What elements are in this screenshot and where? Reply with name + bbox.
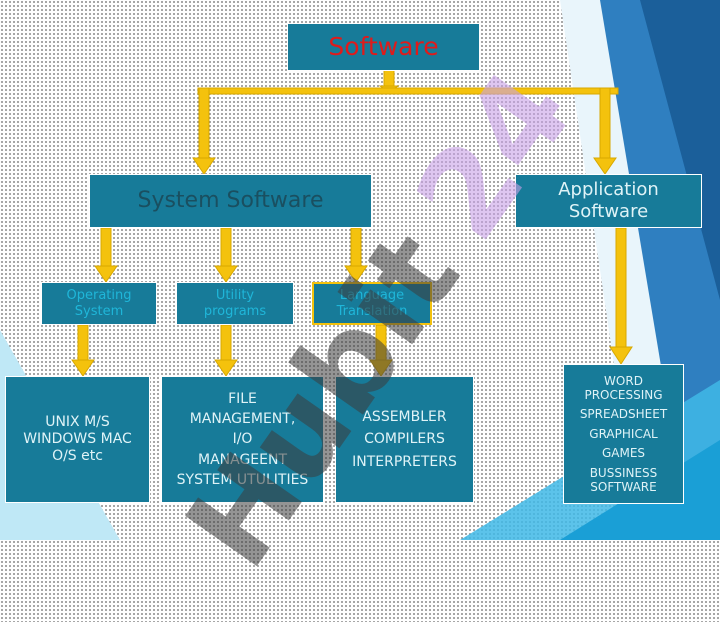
language-translation-line1: Language: [339, 287, 405, 303]
app-example-line6: BUSSINESS: [589, 465, 658, 480]
utility-programs-box: Utility programs: [176, 282, 294, 325]
app-example-line4: GRAPHICAL: [589, 426, 658, 441]
arrow-to-operating: [100, 227, 112, 269]
app-example-line1: WORD: [604, 373, 643, 388]
operating-system-line2: System: [74, 303, 124, 319]
utility-example-line3: I/O: [232, 431, 253, 448]
arrow-horizontal-bar: [197, 87, 619, 95]
operating-system-line1: Operating: [66, 287, 132, 303]
arrow-to-language: [350, 227, 362, 269]
application-software-line1: Application: [558, 179, 659, 201]
language-translation-box: Language Translation: [312, 282, 432, 325]
utility-programs-line2: programs: [203, 303, 267, 319]
system-software-label: System Software: [137, 187, 324, 213]
arrow-to-translation-examples: [375, 324, 387, 362]
operating-system-box: Operating System: [41, 282, 157, 325]
language-translation-line2: Translation: [336, 303, 408, 319]
arrow-to-application: [599, 87, 611, 161]
app-example-line3: SPREADSHEET: [579, 407, 668, 422]
utility-example-line4: MANAGEENT: [197, 451, 288, 468]
arrow-to-app-examples: [615, 227, 627, 349]
arrow-to-system: [198, 87, 210, 161]
arrow-to-utility: [220, 227, 232, 269]
app-example-line5: GAMES: [601, 446, 646, 461]
system-software-box: System Software: [89, 174, 372, 228]
utility-example-line2: MANAGEMENT,: [189, 411, 296, 428]
app-example-line2: PROCESSING: [584, 388, 663, 403]
software-root-label: Software: [328, 32, 439, 61]
os-example-line1: UNIX M/S: [45, 414, 110, 431]
os-example-line3: O/S etc: [52, 447, 103, 464]
translation-example-line1: ASSEMBLER: [362, 408, 447, 425]
translation-example-line3: INTERPRETERS: [352, 453, 457, 470]
utility-programs-line1: Utility: [215, 287, 255, 303]
translation-examples-box: ASSEMBLER COMPILERS INTERPRETERS: [335, 376, 474, 503]
application-software-box: Application Software: [515, 174, 702, 228]
connector-arrows: [71, 69, 633, 377]
utility-examples-box: FILE MANAGEMENT, I/O MANAGEENT SYSTEM UT…: [161, 376, 324, 503]
app-example-line7: SOFTWARE: [590, 479, 657, 494]
arrow-to-os-examples: [77, 324, 89, 362]
os-examples-box: UNIX M/S WINDOWS MAC O/S etc: [5, 376, 150, 503]
utility-example-line1: FILE: [228, 390, 257, 407]
translation-example-line2: COMPILERS: [364, 431, 445, 448]
software-root-box: Software: [287, 23, 480, 71]
os-example-line2: WINDOWS MAC: [23, 431, 132, 448]
utility-example-line5: SYSTEM UTULITIES: [176, 471, 309, 488]
application-software-line2: Software: [568, 201, 649, 222]
arrow-to-utility-examples: [220, 324, 232, 362]
app-examples-box: WORD PROCESSING SPREADSHEET GRAPHICAL GA…: [563, 364, 684, 504]
